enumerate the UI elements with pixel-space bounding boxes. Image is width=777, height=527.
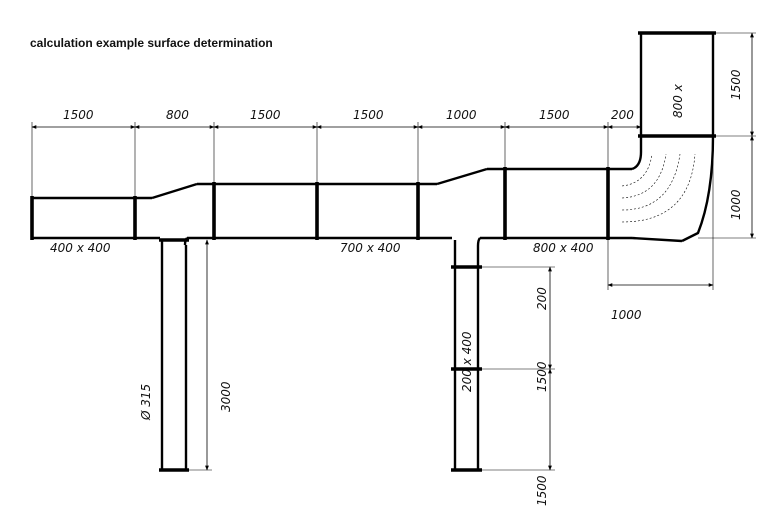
round-branch-dimension	[189, 239, 212, 471]
duct-size-label: 400 x 400	[50, 241, 111, 255]
round-branch-duct	[159, 238, 189, 472]
duct-size-label: 700 x 400	[340, 241, 401, 255]
diameter-label: Ø 315	[139, 384, 153, 421]
diagram-title: calculation example surface determinatio…	[30, 36, 273, 50]
dim-label-branch-1500: 1500	[535, 361, 549, 392]
right-dimension-chain	[698, 32, 756, 239]
dim-label-branch-200: 200	[535, 287, 549, 310]
dim-label-top-1500: 1500	[539, 108, 570, 122]
dim-label-right-1500: 1500	[729, 69, 743, 100]
dim-label-top-800: 800	[166, 108, 189, 122]
rectangular-branch-dimensions	[482, 266, 555, 471]
dim-label-branch-1500: 1500	[535, 475, 549, 506]
dim-label-3000: 3000	[219, 381, 233, 412]
bottom-dimension	[607, 150, 714, 290]
duct-size-label: 800 x 400	[533, 241, 594, 255]
rectangular-branch-duct	[451, 240, 482, 472]
dim-label-top-1500: 1500	[63, 108, 94, 122]
dim-label-top-1500: 1500	[250, 108, 281, 122]
dim-label-top-1000: 1000	[446, 108, 477, 122]
branch-size-label: 200 x 400	[460, 331, 474, 392]
top-dimension-chain	[31, 122, 642, 196]
branch-takeoff-right	[476, 237, 481, 247]
turning-vanes	[621, 153, 696, 223]
box-size-label: 800 x	[671, 83, 685, 118]
main-duct-flanges	[30, 167, 610, 240]
dim-label-top-200: 200	[611, 108, 634, 122]
dim-label-bottom-1000: 1000	[611, 308, 642, 322]
dim-label-top-1500: 1500	[353, 108, 384, 122]
dim-label-right-1000: 1000	[729, 189, 743, 220]
